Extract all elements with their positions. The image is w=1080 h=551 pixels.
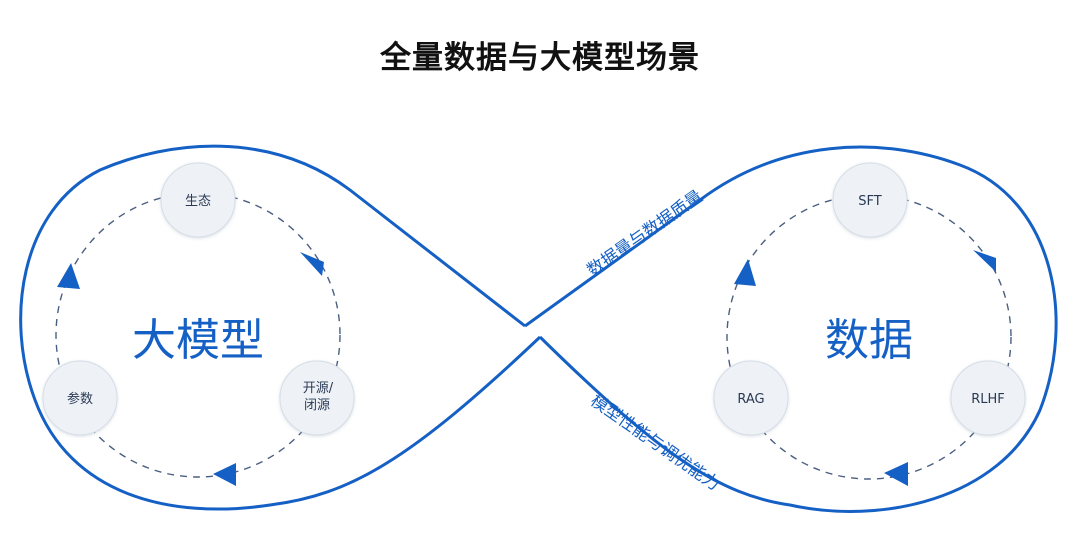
node-sft-label: SFT — [858, 194, 882, 209]
node-rlhf-label: RLHF — [971, 392, 1005, 407]
node-parameters-label: 参数 — [67, 391, 93, 407]
node-rlhf — [950, 360, 1026, 436]
node-open-closed-label: 开源/ 闭源 — [303, 381, 338, 413]
left-center-label: 大模型 — [132, 315, 264, 366]
node-rag-label: RAG — [737, 392, 764, 407]
left-loop-outline — [19, 144, 542, 511]
right-center-label: 数据 — [825, 315, 913, 366]
node-parameters — [42, 360, 118, 436]
node-rag — [713, 360, 789, 436]
right-arrow-left — [734, 259, 756, 286]
left-arrow-left — [57, 263, 80, 289]
connector-upper-label: 数据量与数据质量 — [584, 187, 707, 281]
right-loop-outline — [524, 145, 1058, 513]
right-arrow-bottom — [884, 462, 908, 486]
connector-lower-label: 模型性能与调优能力 — [586, 391, 723, 495]
node-sft — [832, 162, 908, 238]
left-arrow-top-right — [300, 252, 324, 276]
page-title: 全量数据与大模型场景 — [380, 40, 700, 76]
right-arrow-top-right — [973, 250, 996, 272]
left-arrow-bottom — [213, 463, 236, 486]
node-ecosystem-label: 生态 — [185, 194, 211, 209]
node-ecosystem — [160, 162, 236, 238]
node-open-closed — [279, 360, 355, 436]
